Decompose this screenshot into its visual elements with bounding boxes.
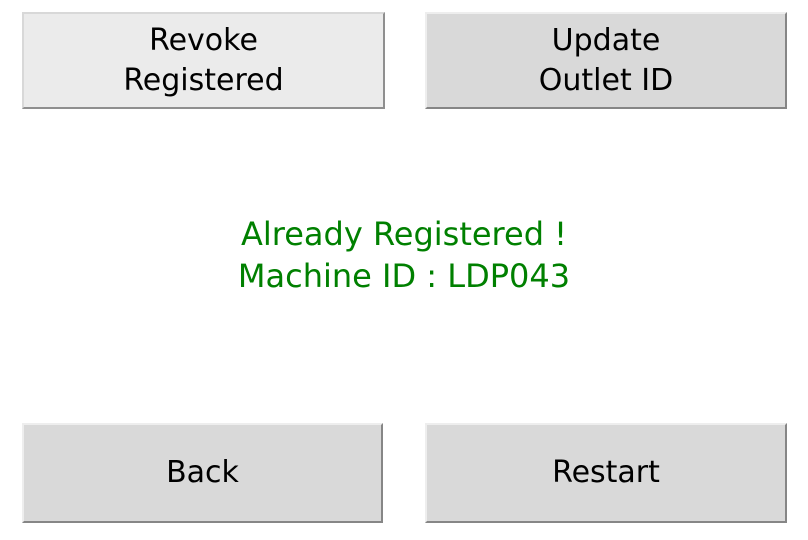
status-line-machine-id: Machine ID : LDP043	[237, 257, 571, 295]
back-button[interactable]: Back	[22, 423, 383, 523]
revoke-registered-button[interactable]: Revoke Registered	[22, 12, 385, 109]
restart-button[interactable]: Restart	[425, 423, 787, 523]
back-button-label: Back	[166, 455, 239, 490]
restart-button-label: Restart	[552, 455, 660, 490]
revoke-registered-button-label: Revoke Registered	[123, 22, 284, 98]
registration-status-message: Already Registered ! Machine ID : LDP043	[0, 213, 808, 297]
status-line-already-registered: Already Registered !	[241, 215, 567, 253]
update-outlet-id-button[interactable]: Update Outlet ID	[425, 12, 787, 109]
update-outlet-id-button-label: Update Outlet ID	[538, 22, 674, 98]
